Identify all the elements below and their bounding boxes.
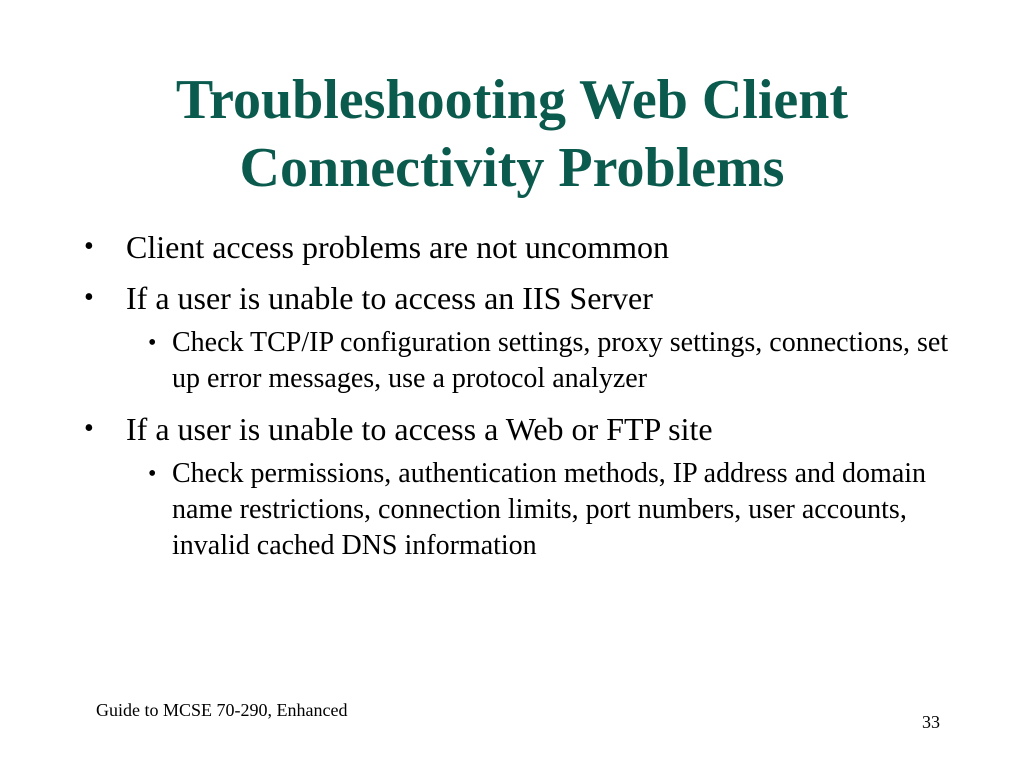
bullet-item: • Client access problems are not uncommo…: [84, 228, 964, 266]
sub-bullet-list: • Check permissions, authentication meth…: [126, 456, 964, 564]
sub-bullet-text: Check TCP/IP configuration settings, pro…: [172, 327, 949, 394]
sub-bullet-item: • Check TCP/IP configuration settings, p…: [130, 325, 964, 397]
sub-bullet-text: Check permissions, authentication method…: [172, 458, 927, 561]
bullet-item: • If a user is unable to access an IIS S…: [84, 279, 964, 397]
footer-course-title: Guide to MCSE 70-290, Enhanced: [96, 700, 348, 720]
bullet-icon: •: [84, 282, 94, 313]
bullet-icon: •: [84, 413, 94, 444]
bullet-item: • If a user is unable to access a Web or…: [84, 410, 964, 564]
sub-bullet-icon: •: [148, 330, 157, 356]
slide-title-line-2: Connectivity Problems: [239, 137, 785, 199]
slide-title: Troubleshooting Web Client Connectivity …: [60, 66, 964, 202]
bullet-text: Client access problems are not uncommon: [126, 229, 669, 265]
slide-title-line-1: Troubleshooting Web Client: [175, 69, 849, 131]
bullet-icon: •: [84, 231, 94, 262]
bullet-text: If a user is unable to access an IIS Ser…: [126, 280, 653, 316]
page-number: 33: [922, 712, 940, 732]
sub-bullet-list: • Check TCP/IP configuration settings, p…: [126, 325, 964, 397]
bullet-list: • Client access problems are not uncommo…: [84, 228, 964, 577]
bullet-text: If a user is unable to access a Web or F…: [126, 411, 713, 447]
sub-bullet-icon: •: [148, 461, 157, 487]
sub-bullet-item: • Check permissions, authentication meth…: [130, 456, 964, 564]
